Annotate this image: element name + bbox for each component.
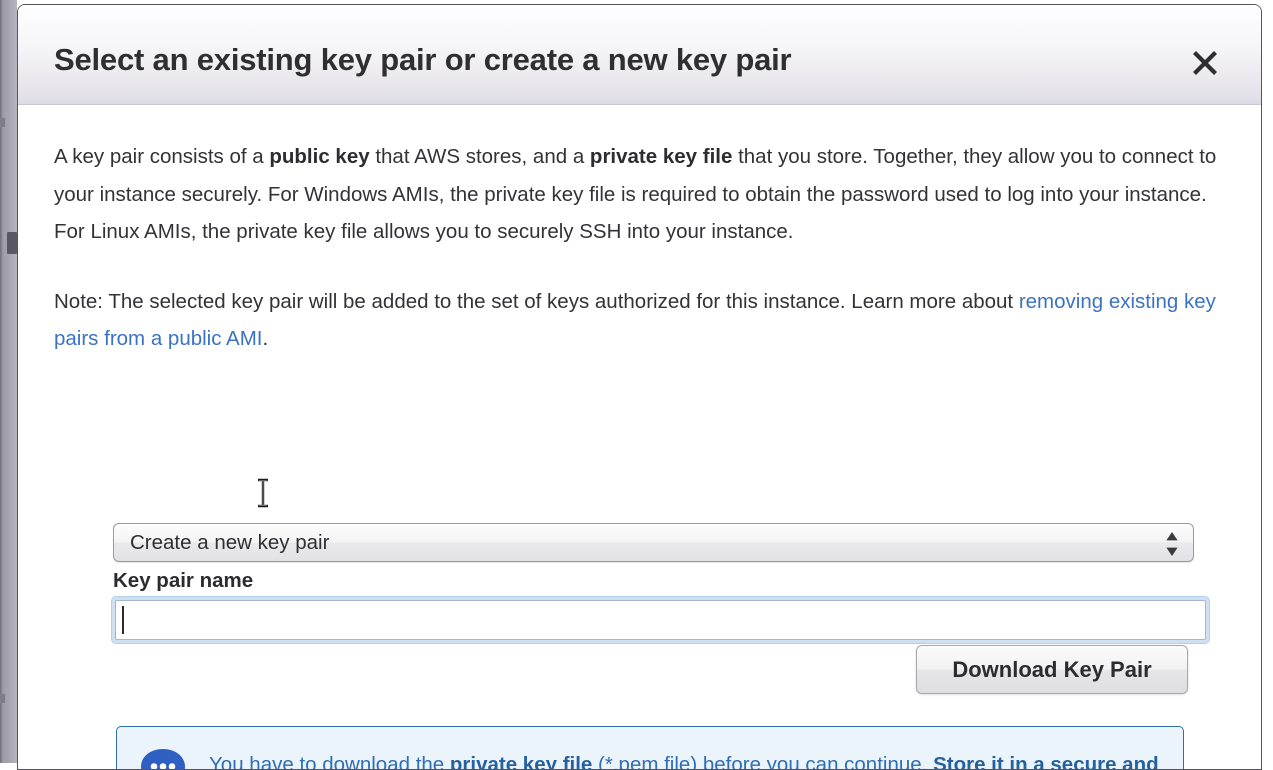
close-icon[interactable] — [1188, 46, 1222, 80]
text-caret — [122, 606, 124, 634]
removing-key-pairs-link[interactable]: removing existing key pairs from a publi… — [54, 289, 1216, 351]
key-pair-name-label: Key pair name — [113, 569, 254, 592]
info-callout: You have to download the private key fil… — [116, 726, 1184, 770]
intro-text-part2: that AWS stores, and a — [369, 145, 590, 168]
info-callout-text: You have to download the private key fil… — [139, 745, 1161, 770]
key-pair-modal: Select an existing key pair or create a … — [17, 4, 1262, 770]
modal-title: Select an existing key pair or create a … — [54, 42, 792, 77]
backdrop-fleck-lower — [0, 694, 5, 703]
intro-text-part3: that you store. Together, they allow you… — [54, 145, 1217, 243]
note-paragraph: Note: The selected key pair will be adde… — [54, 251, 1219, 358]
backdrop-partial-element — [7, 232, 17, 254]
backdrop-fleck-upper — [0, 118, 5, 127]
key-pair-select[interactable]: Create a new key pair — [113, 523, 1194, 562]
callout-part2: (*.pem file) before you can continue. — [592, 753, 934, 770]
close-icon-glyph — [1193, 51, 1217, 75]
note-text-suffix: . — [262, 327, 269, 350]
callout-part1: You have to download the — [209, 753, 450, 770]
modal-body: A key pair consists of a public key that… — [18, 105, 1261, 769]
intro-bold-private-key-file: private key file — [589, 145, 733, 168]
key-pair-name-input[interactable] — [115, 600, 1206, 640]
intro-bold-public-key: public key — [269, 145, 370, 168]
intro-paragraph: A key pair consists of a public key that… — [54, 105, 1219, 251]
key-pair-name-field-focus-ring — [112, 597, 1209, 643]
backdrop-overlay-strip — [0, 0, 17, 763]
note-text-prefix: Note: The selected key pair will be adde… — [54, 289, 1019, 313]
key-pair-select-value: Create a new key pair — [130, 531, 330, 554]
modal-header: Select an existing key pair or create a … — [18, 5, 1261, 105]
download-key-pair-button[interactable]: Download Key Pair — [916, 645, 1188, 694]
speech-bubble-ellipsis-icon — [141, 749, 185, 769]
up-down-stepper-icon — [1166, 532, 1178, 556]
intro-text-part1: A key pair consists of a — [54, 145, 270, 168]
callout-bold-private-key-file: private key file — [449, 753, 593, 770]
key-pair-select-row: Create a new key pair — [113, 523, 1194, 562]
